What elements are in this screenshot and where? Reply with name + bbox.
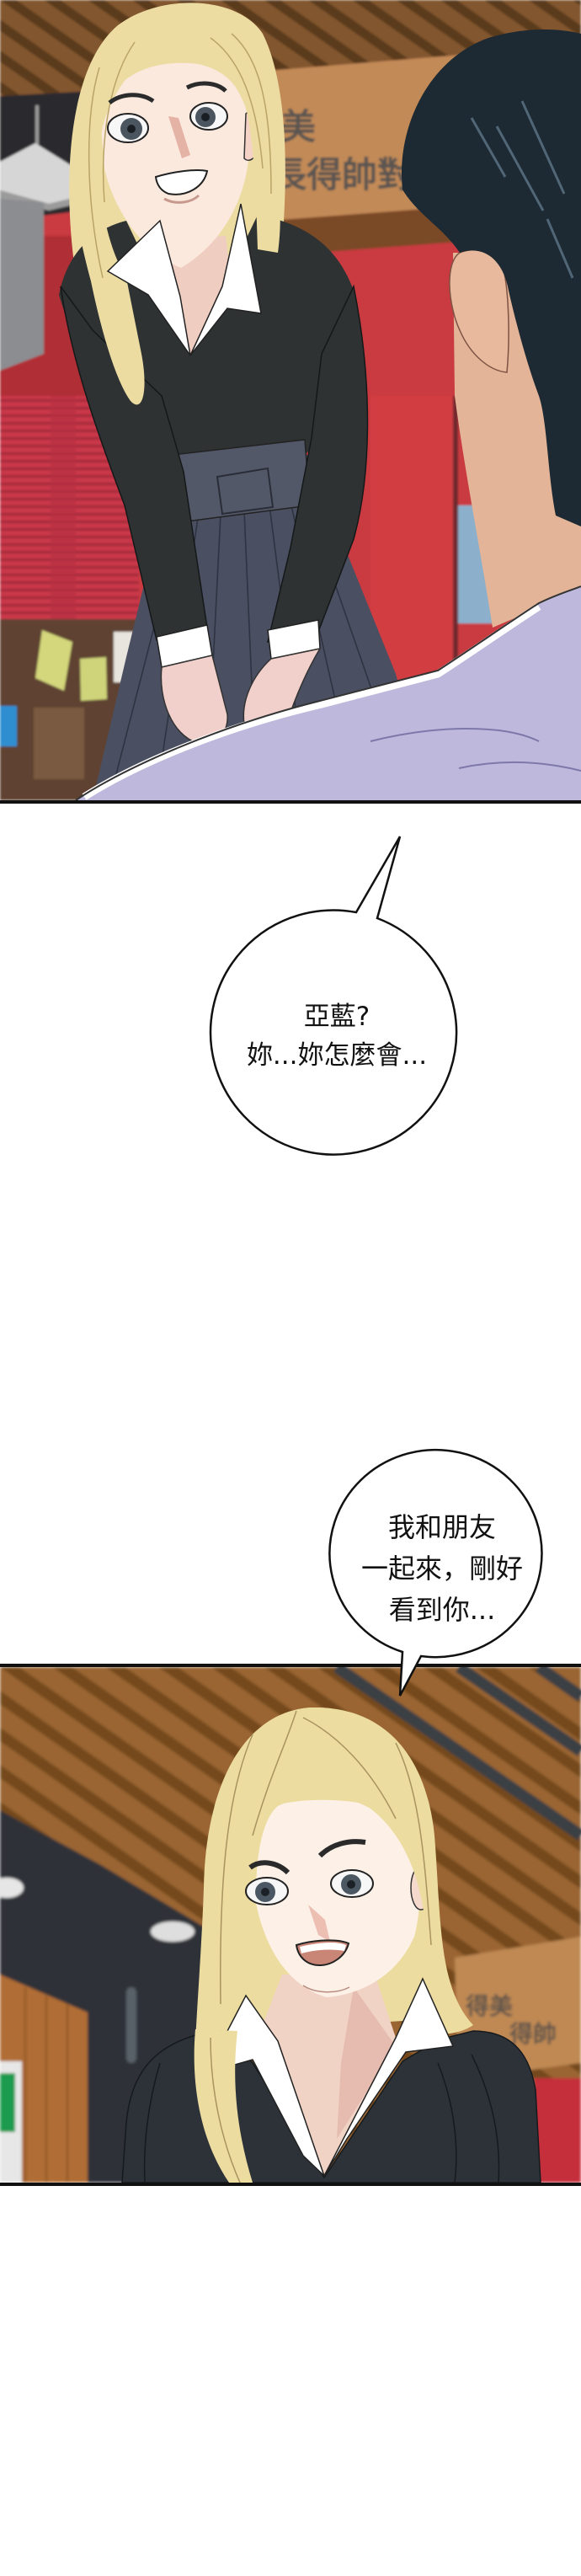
hair-line	[88, 67, 104, 279]
man-figure	[75, 29, 581, 800]
range-hood	[0, 199, 44, 371]
woman-collar-right	[323, 1977, 455, 2177]
hair-highlight	[546, 218, 574, 279]
ceiling-lamp	[0, 143, 84, 204]
woman-collar-right	[189, 203, 262, 356]
shirt-fold	[458, 762, 581, 772]
sign-text-line-2: 長得帥對	[271, 154, 413, 195]
door-frame	[453, 396, 458, 682]
woman-figure	[59, 3, 429, 800]
shelf-items	[34, 708, 84, 779]
hair-line	[102, 41, 136, 203]
hair-line	[210, 2037, 241, 2183]
woman-hair-left-strand	[194, 2029, 253, 2183]
woman-right-eyebrow	[185, 81, 227, 93]
comic-panel-2: 得美 得帥	[0, 1664, 581, 2186]
hair-line	[252, 1710, 297, 1836]
woman-hair-right-strand	[184, 30, 280, 253]
sign-text-line-2: 得帥	[509, 2020, 557, 2048]
woman-nose-shade	[168, 116, 190, 158]
woman-teeth	[300, 1943, 346, 1953]
hair-line	[220, 1734, 253, 2005]
ceiling-light	[0, 1878, 24, 1898]
fold-line	[437, 2062, 457, 2183]
dark-beam	[535, 1667, 581, 1702]
hair-strand-lines	[210, 1710, 432, 2183]
woman-figure	[121, 1707, 541, 2183]
sign-text-line-1: 美	[280, 106, 316, 147]
hair-highlight	[520, 100, 566, 195]
bubble-line: 亞藍?	[303, 1002, 370, 1032]
man-shirt-outline	[75, 585, 581, 800]
dark-beam	[333, 1667, 581, 1841]
fold-line	[471, 2054, 500, 2183]
red-door	[370, 396, 455, 682]
woman-hair-left-strand	[72, 30, 184, 405]
blue-sign	[0, 706, 17, 746]
ceiling-dark-beams	[333, 1667, 581, 1841]
speech-bubble-2: 我和朋友 一起來，剛好 看到你...	[328, 1445, 556, 1702]
woman-left-eyebrow	[248, 1860, 290, 1875]
fold-line	[143, 2062, 161, 2183]
woman-hair-front	[205, 1707, 434, 1945]
hair-strand-lines	[88, 33, 272, 279]
woman-neck-shade	[337, 1987, 396, 2139]
bubble-line: 妳...妳怎麼會...	[246, 1040, 428, 1071]
red-wall	[534, 2078, 581, 2183]
shutter-divider	[51, 396, 76, 619]
dark-beam	[456, 1667, 581, 1756]
comic-panel-1: 美 長得帥對	[0, 0, 581, 804]
woman-nose-shade	[308, 1905, 330, 1942]
belt-buckle	[216, 467, 275, 516]
woman-right-pupil	[201, 113, 210, 121]
hair-line	[231, 33, 272, 195]
sign-text-line-1: 得美	[465, 1992, 513, 2020]
man-hair-highlights	[470, 100, 574, 279]
man-hair	[401, 29, 581, 526]
woman-left-pupil	[127, 125, 136, 133]
man-shirt-highlight	[82, 603, 541, 800]
sweater-folds	[143, 2054, 500, 2183]
gray-pole	[126, 1987, 136, 2063]
woman-smile	[154, 168, 209, 195]
woman-left-eyebrow	[108, 93, 155, 105]
bubble-line: 看到你...	[388, 1594, 496, 1626]
hair-line	[395, 1742, 432, 1946]
speech-bubble-shape	[209, 836, 458, 1156]
woman-right-eyebrow	[317, 1839, 366, 1858]
speech-bubble-outline	[328, 1448, 543, 1697]
speech-bubble-shape	[328, 1448, 543, 1697]
panel-2-art: 得美 得帥	[0, 1667, 581, 2183]
ceiling-light	[151, 1921, 195, 1942]
lamp-shadow	[0, 190, 84, 211]
bubble-line: 一起來，剛好	[360, 1553, 523, 1585]
woman-collar-left	[106, 219, 191, 356]
speech-bubble-1: 亞藍? 妳...妳怎麼會...	[206, 830, 467, 1162]
woman-lip-shade	[163, 194, 200, 204]
hair-highlight	[470, 117, 507, 178]
hair-line	[210, 37, 264, 169]
woman-chin-line	[302, 1985, 350, 1993]
speech-bubble-text: 我和朋友 一起來，剛好 看到你...	[328, 1507, 556, 1631]
hair-highlight	[495, 126, 545, 211]
sticky-note	[80, 657, 107, 701]
woman-left-pupil	[261, 1888, 269, 1896]
man-shirt	[76, 586, 581, 800]
shirt-fold	[370, 728, 540, 742]
hair-line	[302, 1717, 397, 1820]
sticky-note	[35, 630, 72, 691]
pillar-grain	[24, 1987, 68, 2183]
green-sign	[0, 2073, 15, 2132]
panel-1-art: 美 長得帥對	[0, 0, 581, 800]
bubble-line: 我和朋友	[387, 1511, 496, 1543]
speech-bubble-outline	[209, 836, 458, 1156]
speech-bubble-text: 亞藍? 妳...妳怎麼會...	[206, 997, 467, 1075]
woman-right-pupil	[347, 1880, 355, 1889]
